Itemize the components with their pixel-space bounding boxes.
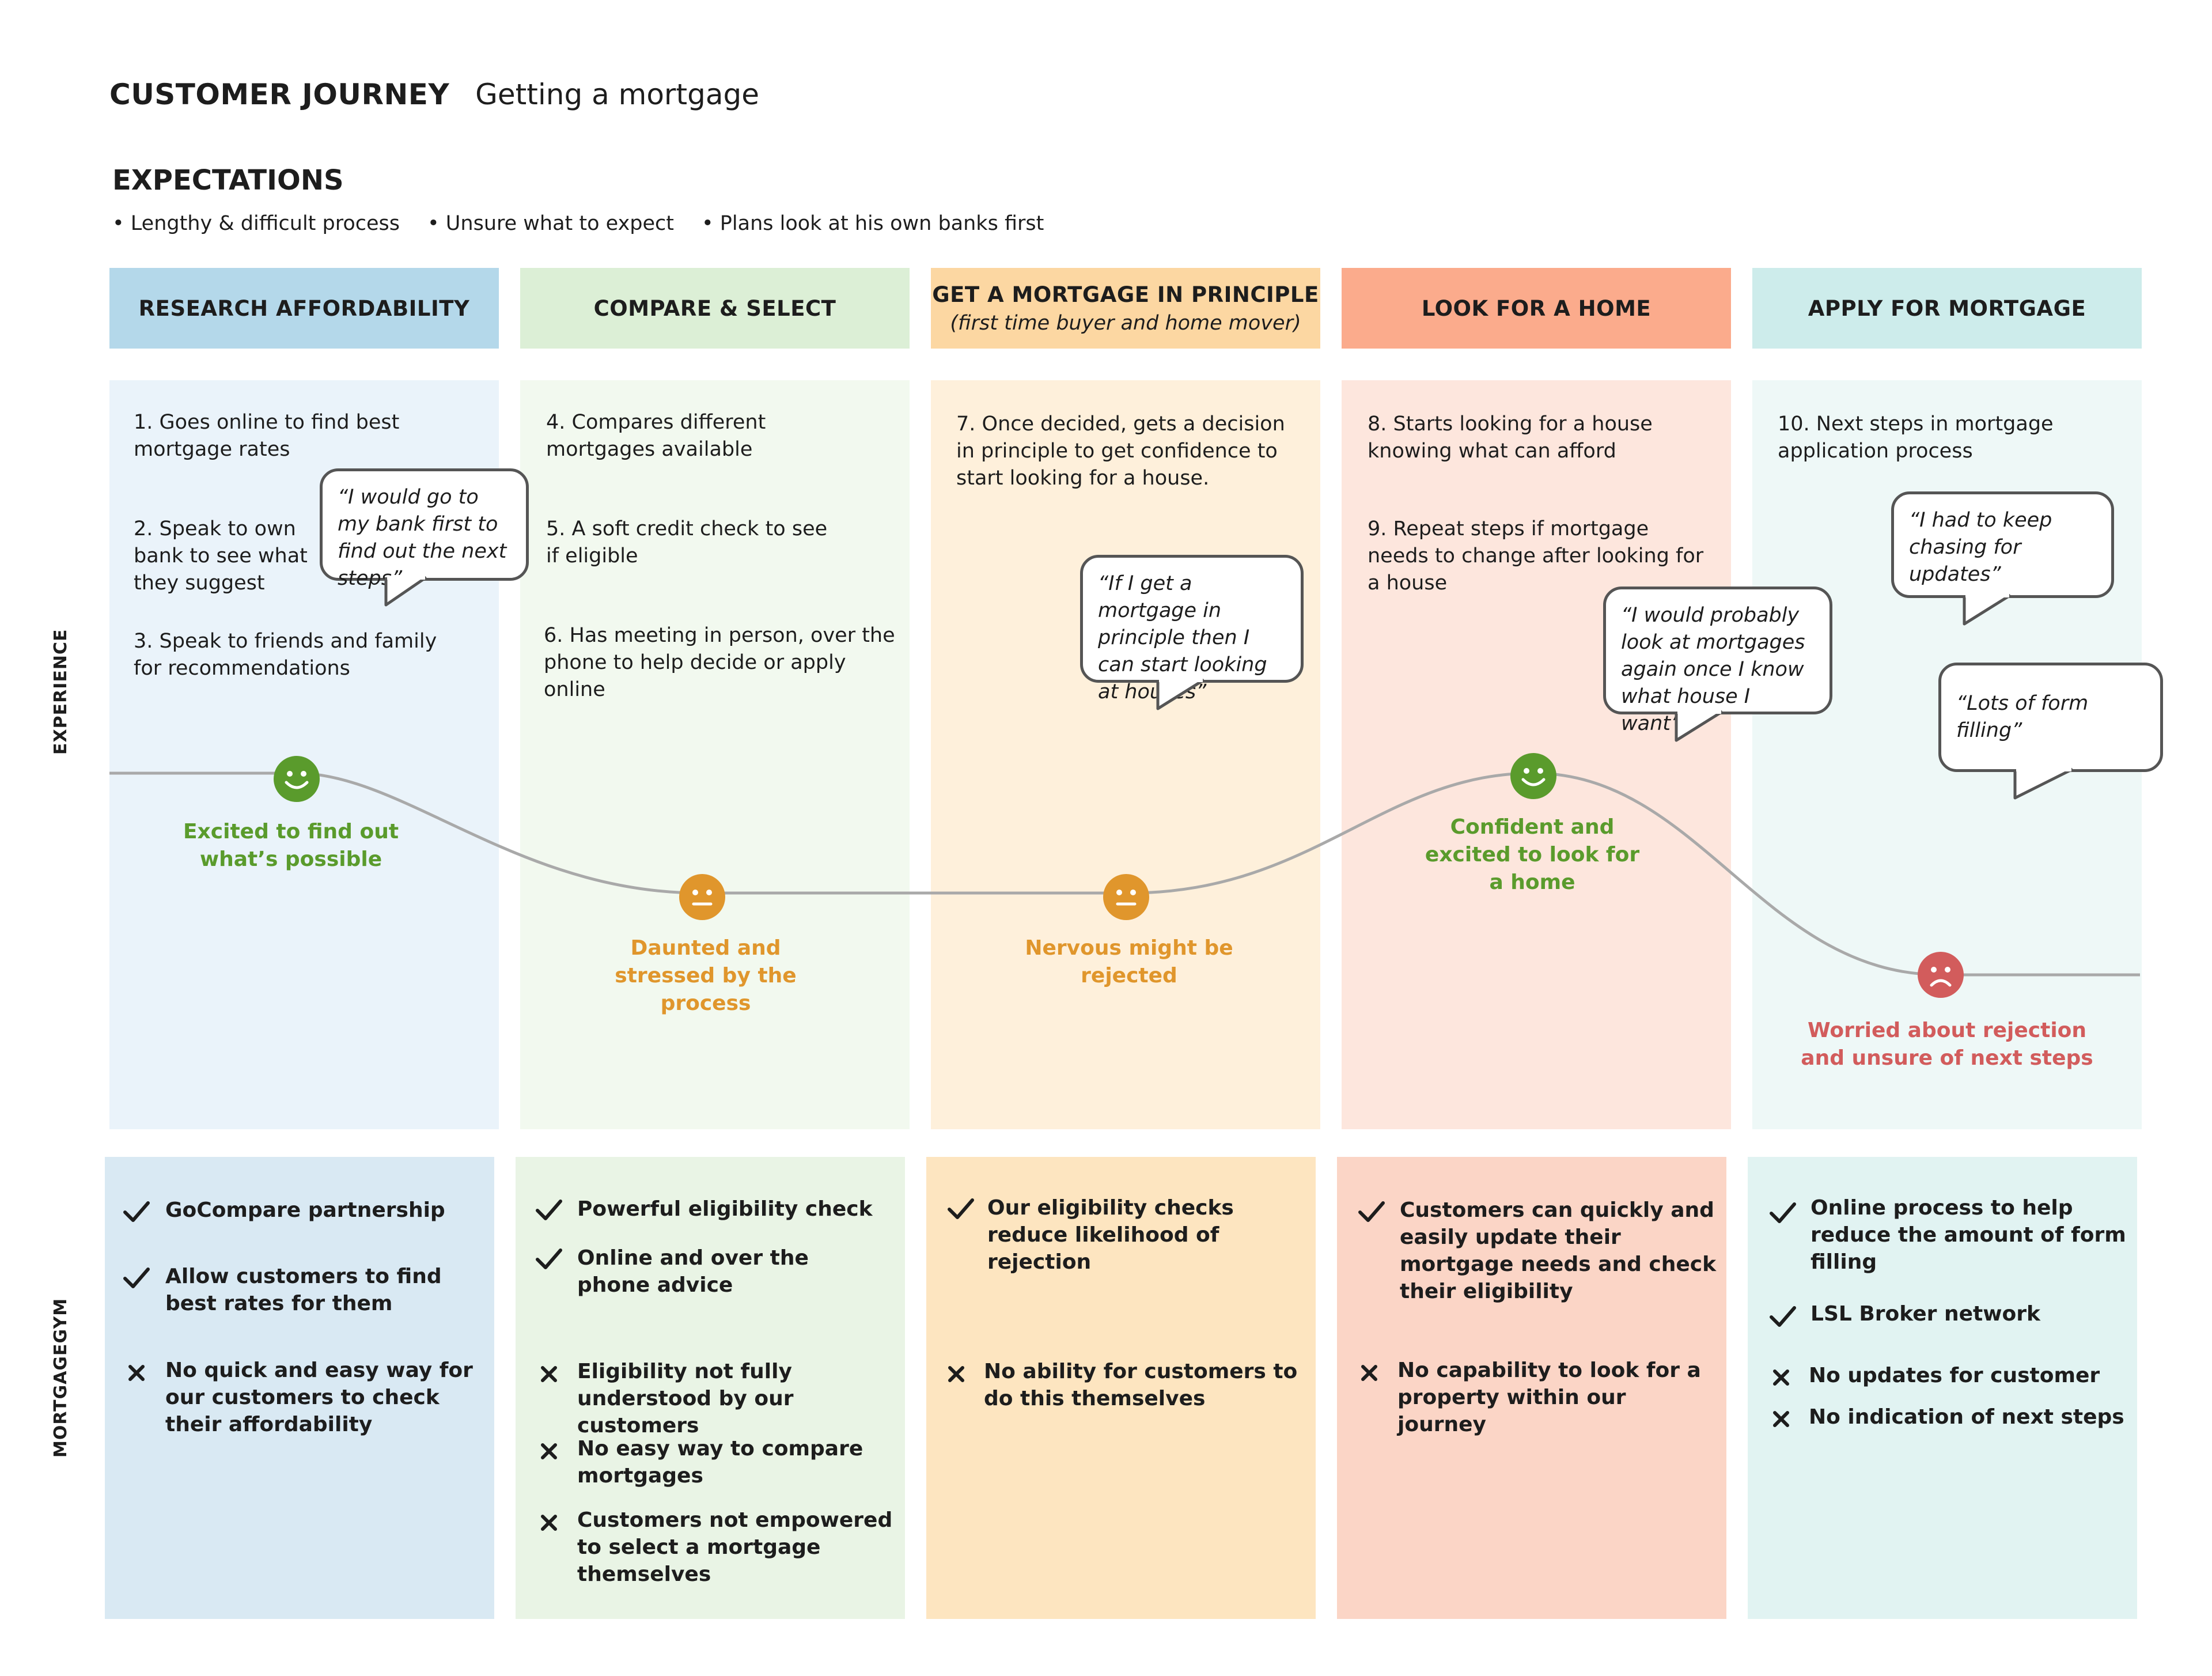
experience-column-compare <box>520 380 910 1129</box>
quote-bubble: “Lots of form filling” <box>1938 663 2163 772</box>
happy-face-icon <box>1510 753 1556 799</box>
quote-text: “I would probably look at mortgages agai… <box>1621 604 1805 735</box>
expectation-item: • Plans look at his own banks first <box>702 212 1044 235</box>
mortgagegym-item: Eligibility not fully understood by our … <box>577 1360 794 1437</box>
cross-icon <box>541 1443 557 1459</box>
mortgagegym-item: No ability for customers to do this them… <box>984 1360 1298 1410</box>
mortgagegym-column-apply <box>1748 1157 2137 1619</box>
check-icon <box>1358 1201 1385 1222</box>
mortgagegym-item: No indication of next steps <box>1809 1405 2124 1429</box>
step-4: 4. Compares different mortgages availabl… <box>546 411 766 461</box>
quote-text: “If I get a mortgage in principle then I… <box>1098 572 1267 703</box>
stage-research-affordability: RESEARCH AFFORDABILITY <box>109 268 499 349</box>
page-title: CUSTOMER JOURNEY Getting a mortgage <box>109 78 759 111</box>
cross-icon <box>541 1366 557 1382</box>
check-icon <box>1770 1202 1796 1223</box>
step-9: 9. Repeat steps if mortgage needs to cha… <box>1368 517 1704 595</box>
quote-bubble: “I would go to my bank first to find out… <box>320 468 529 590</box>
mortgagegym-item: Customers not empowered to select a mort… <box>577 1508 893 1586</box>
title-main: CUSTOMER JOURNEY <box>109 78 450 111</box>
stage-note: (first time buyer and home mover) <box>950 311 1301 335</box>
step-5: 5. A soft credit check to see if eligibl… <box>546 517 828 568</box>
stage-mortgage-in-principle: GET A MORTGAGE IN PRINCIPLE (first time … <box>931 268 1320 349</box>
quote-text: “I would go to my bank first to find out… <box>338 486 507 590</box>
mortgagegym-item: GoCompare partnership <box>165 1198 445 1222</box>
step-1: 1. Goes online to find best mortgage rat… <box>134 411 400 461</box>
mortgagegym-column-home <box>1337 1157 1726 1619</box>
mortgagegym-column-compare <box>516 1157 905 1619</box>
mortgagegym-column-research <box>105 1157 494 1619</box>
cross-icon <box>1361 1365 1377 1381</box>
quote-bubble: “I had to keep chasing for updates” <box>1891 491 2114 598</box>
stage-apply-for-mortgage: APPLY FOR MORTGAGE <box>1752 268 2142 349</box>
quote-bubble: “I would probably look at mortgages agai… <box>1603 587 1832 735</box>
mortgagegym-item: Customers can quickly and easily update … <box>1400 1198 1717 1303</box>
mortgagegym-item: Powerful eligibility check <box>577 1197 873 1221</box>
feeling-label: Excited to find out what’s possible <box>183 820 399 871</box>
step-2: 2. Speak to own bank to see what they su… <box>134 517 308 595</box>
expectation-item: • Lengthy & difficult process <box>112 212 400 235</box>
neutral-face-icon <box>679 874 725 920</box>
mortgagegym-item: No capability to look for a property wit… <box>1397 1359 1701 1436</box>
bubble-tail <box>1675 710 1724 742</box>
step-6: 6. Has meeting in person, over the phone… <box>544 624 895 701</box>
bubble-tail <box>384 576 427 607</box>
happy-face-icon <box>274 756 320 802</box>
cross-icon <box>948 1366 964 1382</box>
feeling-label: Daunted and stressed by the process <box>615 936 797 1015</box>
check-icon <box>123 1201 150 1222</box>
quote-text: “Lots of form filling” <box>1956 692 2089 742</box>
cross-icon <box>1773 1411 1789 1427</box>
feeling-label: Confident and excited to look for a home <box>1425 815 1640 894</box>
stage-look-for-home: LOOK FOR A HOME <box>1342 268 1731 349</box>
expectations-heading: EXPECTATIONS <box>112 164 344 196</box>
cross-icon <box>541 1515 557 1531</box>
title-subtitle: Getting a mortgage <box>475 78 759 111</box>
mortgagegym-item: Online process to help reduce the amount… <box>1810 1196 2126 1274</box>
cross-icon <box>128 1365 145 1381</box>
stage-label: APPLY FOR MORTGAGE <box>1808 296 2086 321</box>
stage-label: LOOK FOR A HOME <box>1421 296 1652 321</box>
bubble-tail <box>1963 593 2012 626</box>
expectation-item: • Unsure what to expect <box>427 212 675 235</box>
step-7: 7. Once decided, gets a decision in prin… <box>956 413 1285 490</box>
feeling-label: Nervous might be rejected <box>1025 936 1233 988</box>
mortgagegym-item: LSL Broker network <box>1810 1302 2040 1326</box>
mortgagegym-item: Allow customers to find best rates for t… <box>165 1265 442 1315</box>
step-10: 10. Next steps in mortgage application p… <box>1778 413 2054 463</box>
mortgagegym-item: No updates for customer <box>1809 1364 2100 1387</box>
mortgagegym-column-principle <box>926 1157 1316 1619</box>
expectations-list: • Lengthy & difficult process • Unsure wh… <box>112 212 1071 235</box>
check-icon <box>1770 1306 1796 1327</box>
experience-column-principle <box>931 380 1320 1129</box>
sad-face-icon <box>1918 952 1964 998</box>
quote-text: “I had to keep chasing for updates” <box>1909 509 2052 586</box>
check-icon <box>123 1268 150 1288</box>
mortgagegym-item: No easy way to compare mortgages <box>577 1437 863 1488</box>
stage-compare-select: COMPARE & SELECT <box>520 268 910 349</box>
stage-label: RESEARCH AFFORDABILITY <box>138 296 470 321</box>
bubble-tail <box>2013 767 2074 800</box>
mortgagegym-item: Online and over the phone advice <box>577 1246 809 1297</box>
feeling-label: Worried about rejection and unsure of ne… <box>1801 1019 2093 1070</box>
check-icon <box>536 1200 562 1220</box>
mortgagegym-item: No quick and easy way for our customers … <box>165 1359 473 1436</box>
cross-icon <box>1773 1369 1789 1386</box>
neutral-face-icon <box>1103 874 1149 920</box>
bubble-tail <box>1156 678 1205 710</box>
stage-label: COMPARE & SELECT <box>593 296 836 321</box>
quote-bubble: “If I get a mortgage in principle then I… <box>1080 555 1304 703</box>
step-3: 3. Speak to friends and family for recom… <box>134 630 437 680</box>
check-icon <box>536 1249 562 1269</box>
check-icon <box>948 1198 974 1219</box>
mortgagegym-item: Our eligibility checks reduce likelihood… <box>987 1196 1234 1274</box>
stage-label: GET A MORTGAGE IN PRINCIPLE <box>932 282 1319 307</box>
step-8: 8. Starts looking for a house knowing wh… <box>1368 413 1653 463</box>
